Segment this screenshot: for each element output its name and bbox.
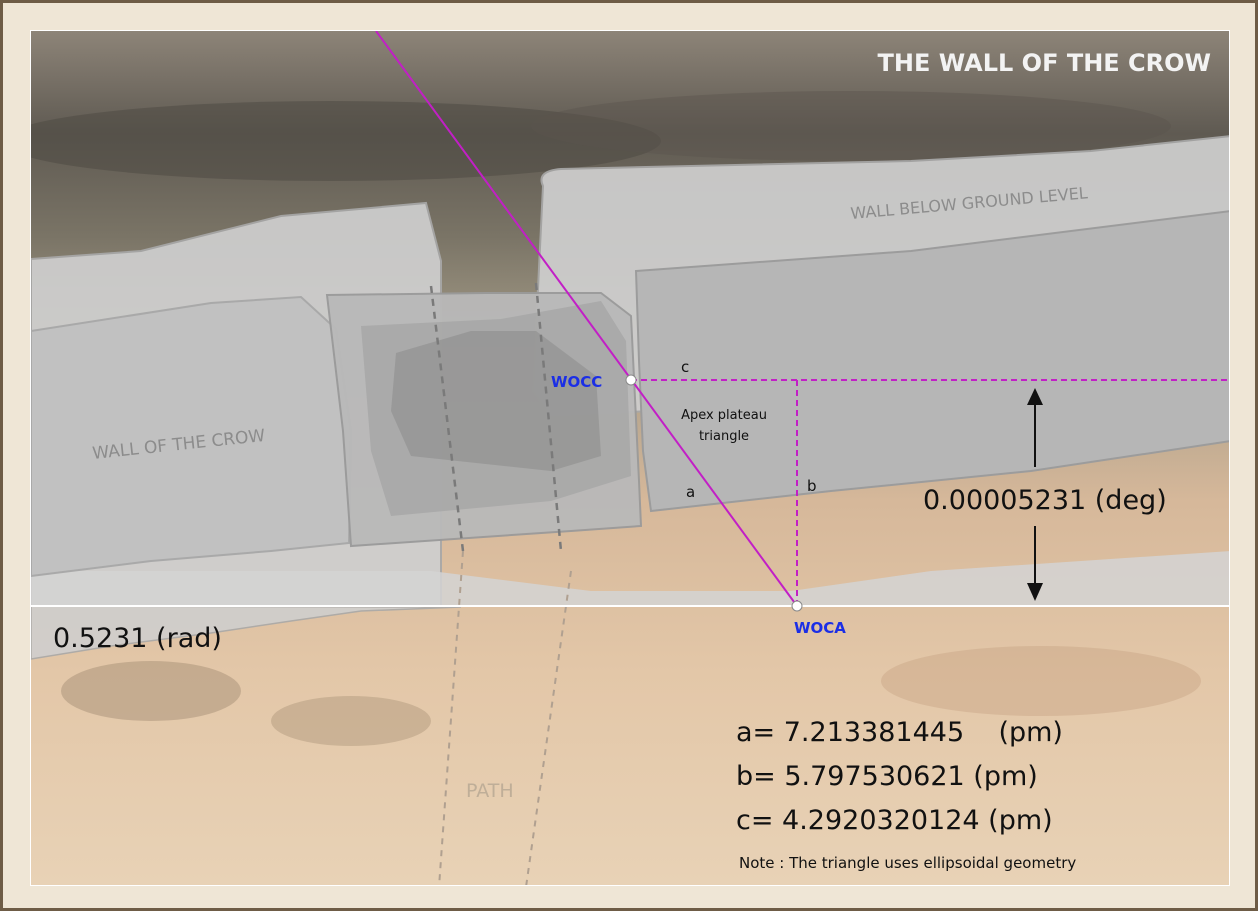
path-label: PATH [466,780,514,802]
dark-vegetation [31,101,661,181]
shrub [61,661,241,721]
apex-label-line2: triangle [699,429,749,444]
hypotenuse-a-line [375,31,798,607]
measurement-b: b= 5.797530621 (pm) [736,761,1038,792]
side-b-label: b [807,477,817,495]
gate-core [391,331,601,471]
measurement-a: a= 7.213381445 (pm) [736,717,1063,748]
diagram-panel: THE WALL OF THE CROW WALL BELOW GROUND L… [30,30,1230,886]
arrow-down-head [1027,583,1043,601]
diagram-title: THE WALL OF THE CROW [878,49,1211,77]
shrub-2 [271,696,431,746]
wocc-label: WOCC [551,373,602,391]
path-line-right-lower [525,570,572,885]
angle-radians-label: 0.5231 (rad) [53,623,222,654]
path-line-left-lower [438,550,464,885]
ground-patch [881,646,1201,716]
apex-label-line1: Apex plateau [681,408,767,423]
measurement-c: c= 4.2920320124 (pm) [736,805,1053,836]
wall-base-strip [31,551,1229,606]
woca-label: WOCA [794,619,846,637]
diagram-canvas: THE WALL OF THE CROW WALL BELOW GROUND L… [31,31,1229,885]
geometry-note: Note : The triangle uses ellipsoidal geo… [739,854,1076,872]
side-a-label: a [686,483,695,501]
point-woca [791,600,803,612]
point-wocc [625,374,637,386]
path-line-left-upper [429,285,465,552]
wall-lower-left-edge [31,605,462,660]
path-line-right-upper [534,282,563,552]
wall-segment-right [634,210,1229,513]
dark-vegetation-2 [531,91,1171,161]
arrow-up-head [1027,388,1043,405]
angle-degrees-label: 0.00005231 (deg) [923,485,1167,516]
side-c-label: c [681,358,689,376]
